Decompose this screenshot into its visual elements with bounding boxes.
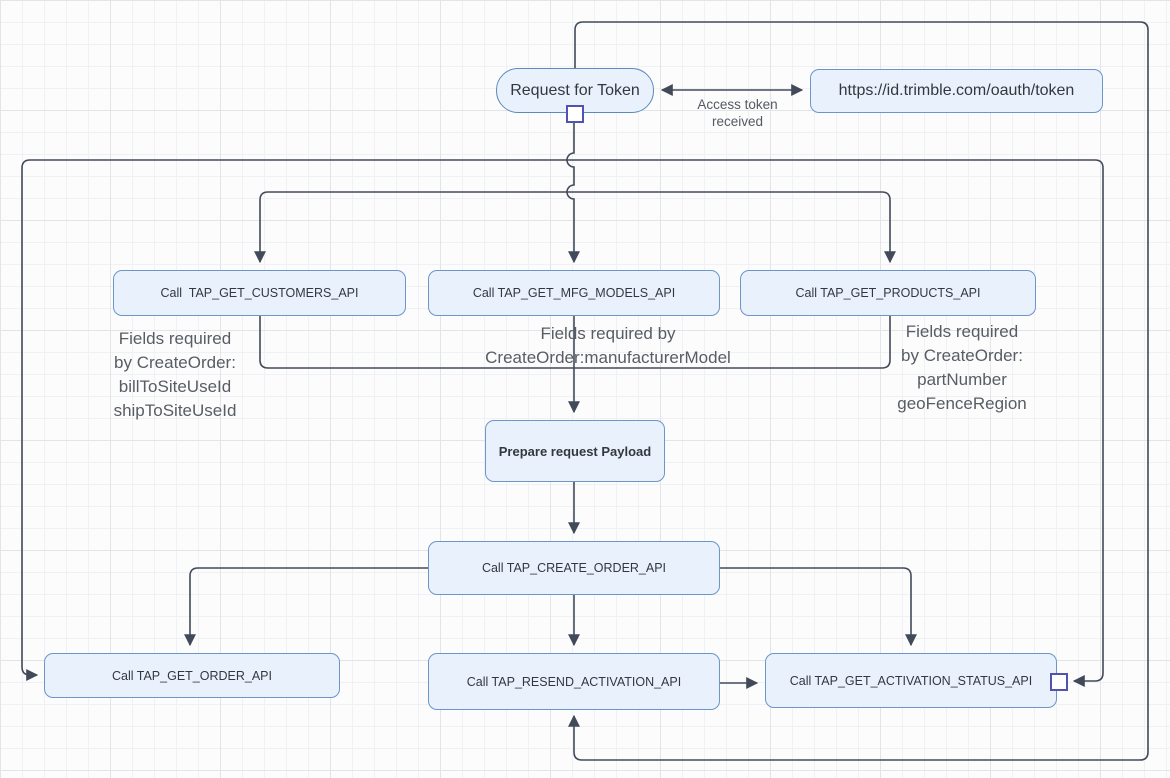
node-label: Call TAP_GET_MFG_MODELS_API [472, 286, 676, 300]
node-prepare-payload[interactable]: Prepare request Payload [485, 420, 665, 482]
annotation-products-fields[interactable]: Fields required by CreateOrder: partNumb… [842, 320, 1082, 416]
node-get-customers-api[interactable]: Call TAP_GET_CUSTOMERS_API [113, 270, 406, 316]
annotation-line: Fields required [118, 329, 232, 348]
edge-label-line: Access token [697, 97, 778, 112]
node-get-products-api[interactable]: Call TAP_GET_PRODUCTS_API [740, 270, 1036, 316]
annotation-line: partNumber [917, 370, 1007, 389]
edge-token-to-get-order [21, 159, 574, 681]
annotation-line: CreateOrder:manufacturerModel [485, 348, 731, 367]
node-label: Call TAP_GET_ORDER_API [111, 668, 272, 683]
edge-customers-merge [259, 316, 574, 369]
connection-handle-token[interactable] [566, 105, 584, 123]
annotation-line: shipToSiteUseId [113, 401, 237, 420]
edge-token-loop-to-resend [568, 21, 1149, 761]
node-resend-activation-api[interactable]: Call TAP_RESEND_ACTIVATION_API [428, 653, 720, 710]
edge-token-to-mfg-models [566, 121, 580, 264]
node-label: Call TAP_RESEND_ACTIVATION_API [466, 674, 682, 689]
annotation-line: Fields required by [540, 324, 676, 343]
annotation-line: by CreateOrder: [114, 353, 236, 372]
connection-handle-activation-status[interactable] [1050, 673, 1068, 691]
edge-create-to-get-order [184, 567, 428, 647]
annotation-line: by CreateOrder: [901, 346, 1023, 365]
node-label: https://id.trimble.com/oauth/token [838, 82, 1075, 99]
node-label: Call TAP_CREATE_ORDER_API [481, 561, 667, 575]
node-label: Call TAP_GET_CUSTOMERS_API [160, 286, 359, 300]
edge-token-to-products [574, 191, 896, 264]
edge-create-to-activation-status [720, 567, 917, 647]
node-token-url[interactable]: https://id.trimble.com/oauth/token [810, 69, 1103, 113]
edge-label-line: received [711, 114, 764, 129]
edge-label-access-token: Access token received [660, 96, 815, 130]
edge-token-to-customers [254, 191, 574, 264]
edge-products-merge [574, 316, 891, 369]
edge-token-to-activation-status [574, 159, 1104, 687]
node-label: Request for Token [510, 81, 640, 99]
annotation-line: Fields required [905, 322, 1019, 341]
annotation-line: billToSiteUseId [118, 377, 232, 396]
node-label: Prepare request Payload [498, 443, 652, 459]
node-get-mfg-models-api[interactable]: Call TAP_GET_MFG_MODELS_API [428, 270, 720, 316]
annotation-mfg-fields[interactable]: Fields required by CreateOrder:manufactu… [448, 322, 768, 370]
node-get-order-api[interactable]: Call TAP_GET_ORDER_API [44, 653, 340, 698]
node-label: Call TAP_GET_ACTIVATION_STATUS_API [789, 673, 1033, 688]
annotation-customers-fields[interactable]: Fields required by CreateOrder: billToSi… [55, 327, 295, 423]
annotation-line: geoFenceRegion [897, 394, 1027, 413]
node-create-order-api[interactable]: Call TAP_CREATE_ORDER_API [428, 541, 720, 595]
node-label: Call TAP_GET_PRODUCTS_API [795, 286, 981, 300]
node-get-activation-status-api[interactable]: Call TAP_GET_ACTIVATION_STATUS_API [765, 653, 1057, 708]
